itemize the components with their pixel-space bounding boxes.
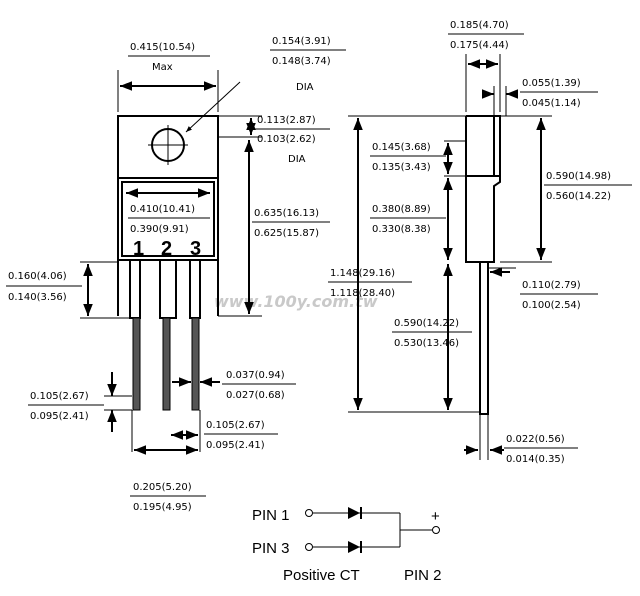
pitch-max-text: 0.105(2.67) [206, 420, 265, 431]
inner-width-min-text: 0.390(9.91) [130, 224, 189, 235]
lead-shoulder-min-text: 0.140(3.56) [8, 292, 67, 303]
schematic-caption: Positive CT [283, 567, 360, 584]
tab-thickness-min-text: 0.045(1.14) [522, 98, 581, 109]
outer-pitch-max-text: 0.205(5.20) [133, 482, 192, 493]
pin2-label: PIN 2 [404, 567, 442, 584]
pin1-terminal [305, 509, 313, 517]
lead-width-max-text: 0.037(0.94) [226, 370, 285, 381]
thickness-min-text: 0.175(4.44) [450, 40, 509, 51]
body-height-max-text: 0.635(16.13) [254, 208, 319, 219]
total-length-min-text: 1.118(28.40) [330, 288, 395, 299]
lead-offset-max-text: 0.110(2.79) [522, 280, 581, 291]
hole-center-note: DIA [288, 154, 306, 165]
total-length-max-text: 1.148(29.16) [330, 268, 395, 279]
hole-dia-max-text: 0.154(3.91) [272, 36, 331, 47]
body-width-max-note: Max [152, 62, 173, 73]
outer-pitch-min-text: 0.195(4.95) [133, 502, 192, 513]
body-width-max-text: 0.415(10.54) [130, 42, 195, 53]
upper-height-min-text: 0.560(14.22) [546, 191, 611, 202]
lead-thickness-min-text: 0.014(0.35) [506, 454, 565, 465]
body-height-min-text: 0.625(15.87) [254, 228, 319, 239]
diode-2-symbol [348, 541, 360, 553]
inner-width-max-text: 0.410(10.41) [130, 204, 195, 215]
lead-length-min-text: 0.530(13.46) [394, 338, 459, 349]
lead-offset-min-text: 0.100(2.54) [522, 300, 581, 311]
thickness-max-text: 0.185(4.70) [450, 20, 509, 31]
hole-dia-min-text: 0.148(3.74) [272, 56, 331, 67]
tab-offset-min-text: 0.135(3.43) [372, 162, 431, 173]
lead-end-min-text: 0.095(2.41) [30, 411, 89, 422]
side-view: 0.185(4.70) 0.175(4.44) 0.055(1.39) 0.04… [328, 20, 632, 465]
pin3-label: PIN 3 [252, 540, 290, 557]
diode-1-symbol [348, 507, 360, 519]
hole-center-min-text: 0.103(2.62) [257, 134, 316, 145]
mid-height-max-text: 0.380(8.89) [372, 204, 431, 215]
lead-end-max-text: 0.105(2.67) [30, 391, 89, 402]
positive-ct-schematic: PIN 1 PIN 3 + Positive CT PIN 2 [252, 507, 442, 584]
pin2-terminal [432, 526, 440, 534]
tab-thickness-max-text: 0.055(1.39) [522, 78, 581, 89]
front-view: 0.415(10.54) Max 0.154(3.91) 0.148(3.74)… [6, 36, 346, 513]
lead-thickness-max-text: 0.022(0.56) [506, 434, 565, 445]
lead-length-max-text: 0.590(14.22) [394, 318, 459, 329]
mid-height-min-text: 0.330(8.38) [372, 224, 431, 235]
hole-dia-note: DIA [296, 82, 314, 93]
pitch-min-text: 0.095(2.41) [206, 440, 265, 451]
lead-width-min-text: 0.027(0.68) [226, 390, 285, 401]
pin-number-2: 2 [161, 238, 172, 260]
pin-number-1: 1 [133, 238, 144, 260]
plus-sign: + [431, 508, 440, 525]
hole-center-max-text: 0.113(2.87) [257, 115, 316, 126]
pin-number-3: 3 [190, 238, 201, 260]
lead-shoulder-max-text: 0.160(4.06) [8, 271, 67, 282]
upper-height-max-text: 0.590(14.98) [546, 171, 611, 182]
watermark: www.100y.com.tw [214, 292, 378, 311]
tab-offset-max-text: 0.145(3.68) [372, 142, 431, 153]
pin1-label: PIN 1 [252, 507, 290, 524]
pin3-terminal [305, 543, 313, 551]
